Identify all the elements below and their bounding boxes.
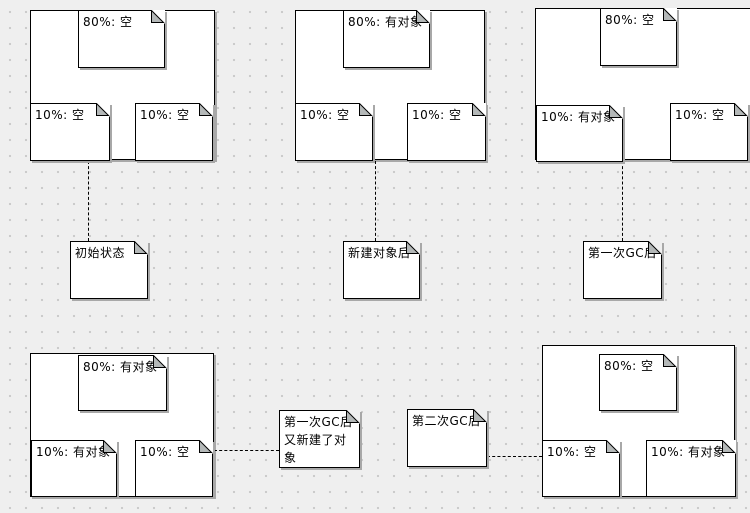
folded-corner-icon [96, 103, 110, 117]
memory-cell-note[interactable]: 10%: 空 [295, 103, 373, 161]
cell-label: 10%: 空 [35, 108, 85, 122]
cell-label: 10%: 有对象 [36, 445, 111, 459]
memory-cell-note[interactable]: 10%: 空 [135, 440, 213, 497]
caption-note-after-first-gc-new-objects[interactable]: 第一次GC后 又新建了对 象 [279, 410, 360, 468]
memory-cell-note[interactable]: 10%: 空 [407, 103, 486, 161]
connector-dashed[interactable] [487, 456, 542, 457]
caption-label: 新建对象后 [348, 246, 411, 260]
folded-corner-icon [103, 440, 117, 454]
cell-label: 80%: 有对象 [348, 15, 423, 29]
caption-label: 初始状态 [75, 246, 126, 260]
folded-corner-icon [199, 440, 213, 454]
caption-label: 第一次GC后 又新建了对 象 [284, 415, 353, 465]
cell-label: 10%: 空 [140, 108, 190, 122]
folded-corner-icon [663, 354, 677, 368]
folded-corner-icon [606, 440, 620, 454]
memory-cell-note[interactable]: 10%: 空 [135, 103, 213, 161]
connector-dashed[interactable] [622, 161, 623, 241]
cell-label: 80%: 空 [604, 359, 654, 373]
folded-corner-icon [134, 241, 148, 255]
folded-corner-icon [663, 8, 677, 22]
folded-corner-icon [359, 103, 373, 117]
cell-label: 10%: 有对象 [541, 110, 616, 124]
cell-label: 10%: 空 [140, 445, 190, 459]
cell-label: 10%: 空 [675, 108, 725, 122]
folded-corner-icon [472, 103, 486, 117]
memory-cell-note[interactable]: 10%: 有对象 [646, 440, 736, 497]
memory-cell-note[interactable]: 10%: 空 [542, 440, 620, 497]
cell-label: 80%: 空 [83, 15, 133, 29]
memory-cell-note[interactable]: 10%: 空 [30, 103, 110, 161]
folded-corner-icon [648, 241, 662, 255]
caption-note-after-first-gc[interactable]: 第一次GC后 [583, 241, 662, 299]
memory-cell-note[interactable]: 80%: 空 [78, 10, 165, 68]
folded-corner-icon [473, 409, 487, 423]
folded-corner-icon [151, 10, 165, 24]
folded-corner-icon [609, 105, 623, 119]
folded-corner-icon [153, 355, 167, 369]
cell-label: 10%: 空 [412, 108, 462, 122]
connector-dashed[interactable] [214, 450, 279, 451]
folded-corner-icon [722, 440, 736, 454]
caption-label: 第一次GC后 [588, 246, 657, 260]
caption-note-after-second-gc[interactable]: 第二次GC后 [407, 409, 487, 467]
connector-dashed[interactable] [88, 161, 89, 241]
memory-cell-note[interactable]: 10%: 有对象 [536, 105, 623, 162]
caption-label: 第二次GC后 [412, 414, 481, 428]
folded-corner-icon [346, 410, 360, 424]
memory-cell-note[interactable]: 80%: 空 [600, 8, 677, 66]
cell-label: 80%: 有对象 [83, 360, 158, 374]
caption-note-initial-state[interactable]: 初始状态 [70, 241, 148, 299]
folded-corner-icon [416, 10, 430, 24]
caption-note-after-new-objects[interactable]: 新建对象后 [343, 241, 420, 299]
cell-label: 80%: 空 [605, 13, 655, 27]
folded-corner-icon [406, 241, 420, 255]
cell-label: 10%: 空 [300, 108, 350, 122]
folded-corner-icon [199, 103, 213, 117]
memory-cell-note[interactable]: 80%: 有对象 [343, 10, 430, 68]
connector-dashed[interactable] [375, 161, 376, 241]
folded-corner-icon [734, 103, 748, 117]
cell-label: 10%: 空 [547, 445, 597, 459]
memory-cell-note[interactable]: 10%: 有对象 [31, 440, 117, 497]
cell-label: 10%: 有对象 [651, 445, 726, 459]
memory-cell-note[interactable]: 10%: 空 [670, 103, 748, 161]
memory-cell-note[interactable]: 80%: 空 [599, 354, 677, 411]
memory-cell-note[interactable]: 80%: 有对象 [78, 355, 167, 411]
